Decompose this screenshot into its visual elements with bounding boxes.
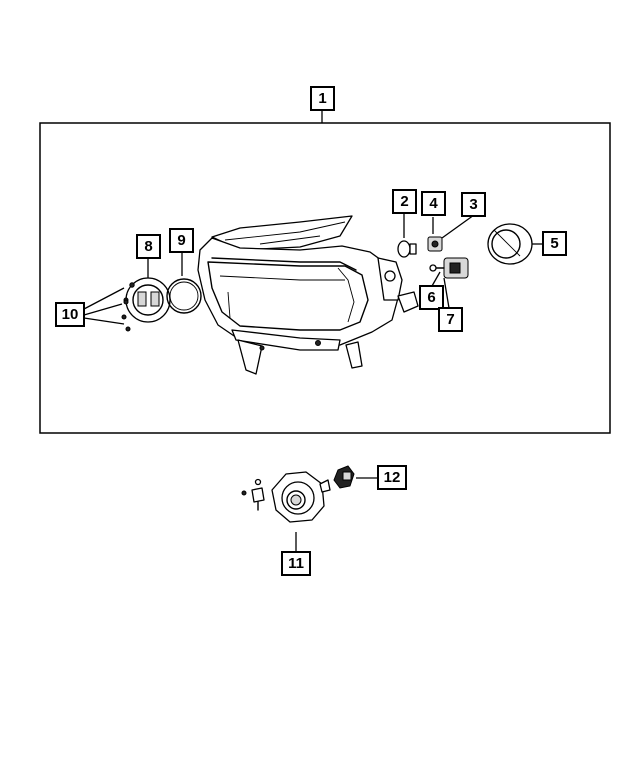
callout-2: 2 xyxy=(392,189,417,214)
callout-10-label: 10 xyxy=(62,306,79,323)
callout-1: 1 xyxy=(310,86,335,111)
callout-3-label: 3 xyxy=(469,196,477,213)
callout-5-label: 5 xyxy=(550,235,558,252)
callout-7: 7 xyxy=(438,307,463,332)
fog-lamp-illustration xyxy=(241,471,331,523)
callout-4: 4 xyxy=(421,191,446,216)
callout-2-label: 2 xyxy=(400,193,408,210)
bulb-illustration xyxy=(397,240,417,258)
socket-illustration xyxy=(427,236,443,252)
callout-5: 5 xyxy=(542,231,567,256)
callout-12: 12 xyxy=(377,465,407,490)
screws-illustration xyxy=(121,299,131,332)
callout-12-label: 12 xyxy=(384,469,401,486)
callout-10: 10 xyxy=(55,302,85,327)
leader-lines xyxy=(83,110,543,552)
callout-11-label: 11 xyxy=(288,555,304,572)
callout-7-label: 7 xyxy=(446,311,454,328)
headlamp-assembly-illustration xyxy=(197,215,419,375)
callout-9: 9 xyxy=(169,228,194,253)
callout-9-label: 9 xyxy=(177,232,185,249)
callout-11: 11 xyxy=(281,551,311,576)
callout-8-label: 8 xyxy=(144,238,152,255)
fog-bulb-illustration xyxy=(333,465,355,489)
gasket-ring-illustration xyxy=(166,278,202,314)
bulb-socket-illustration xyxy=(429,257,469,279)
callout-3: 3 xyxy=(461,192,486,217)
callout-8: 8 xyxy=(136,234,161,259)
callout-4-label: 4 xyxy=(429,195,438,212)
callout-6: 6 xyxy=(419,285,444,310)
dust-cap-illustration xyxy=(487,223,533,265)
assembly-frame xyxy=(39,122,611,434)
adjuster-ring-illustration xyxy=(123,277,171,323)
callout-6-label: 6 xyxy=(427,289,435,306)
callout-1-label: 1 xyxy=(318,90,326,107)
